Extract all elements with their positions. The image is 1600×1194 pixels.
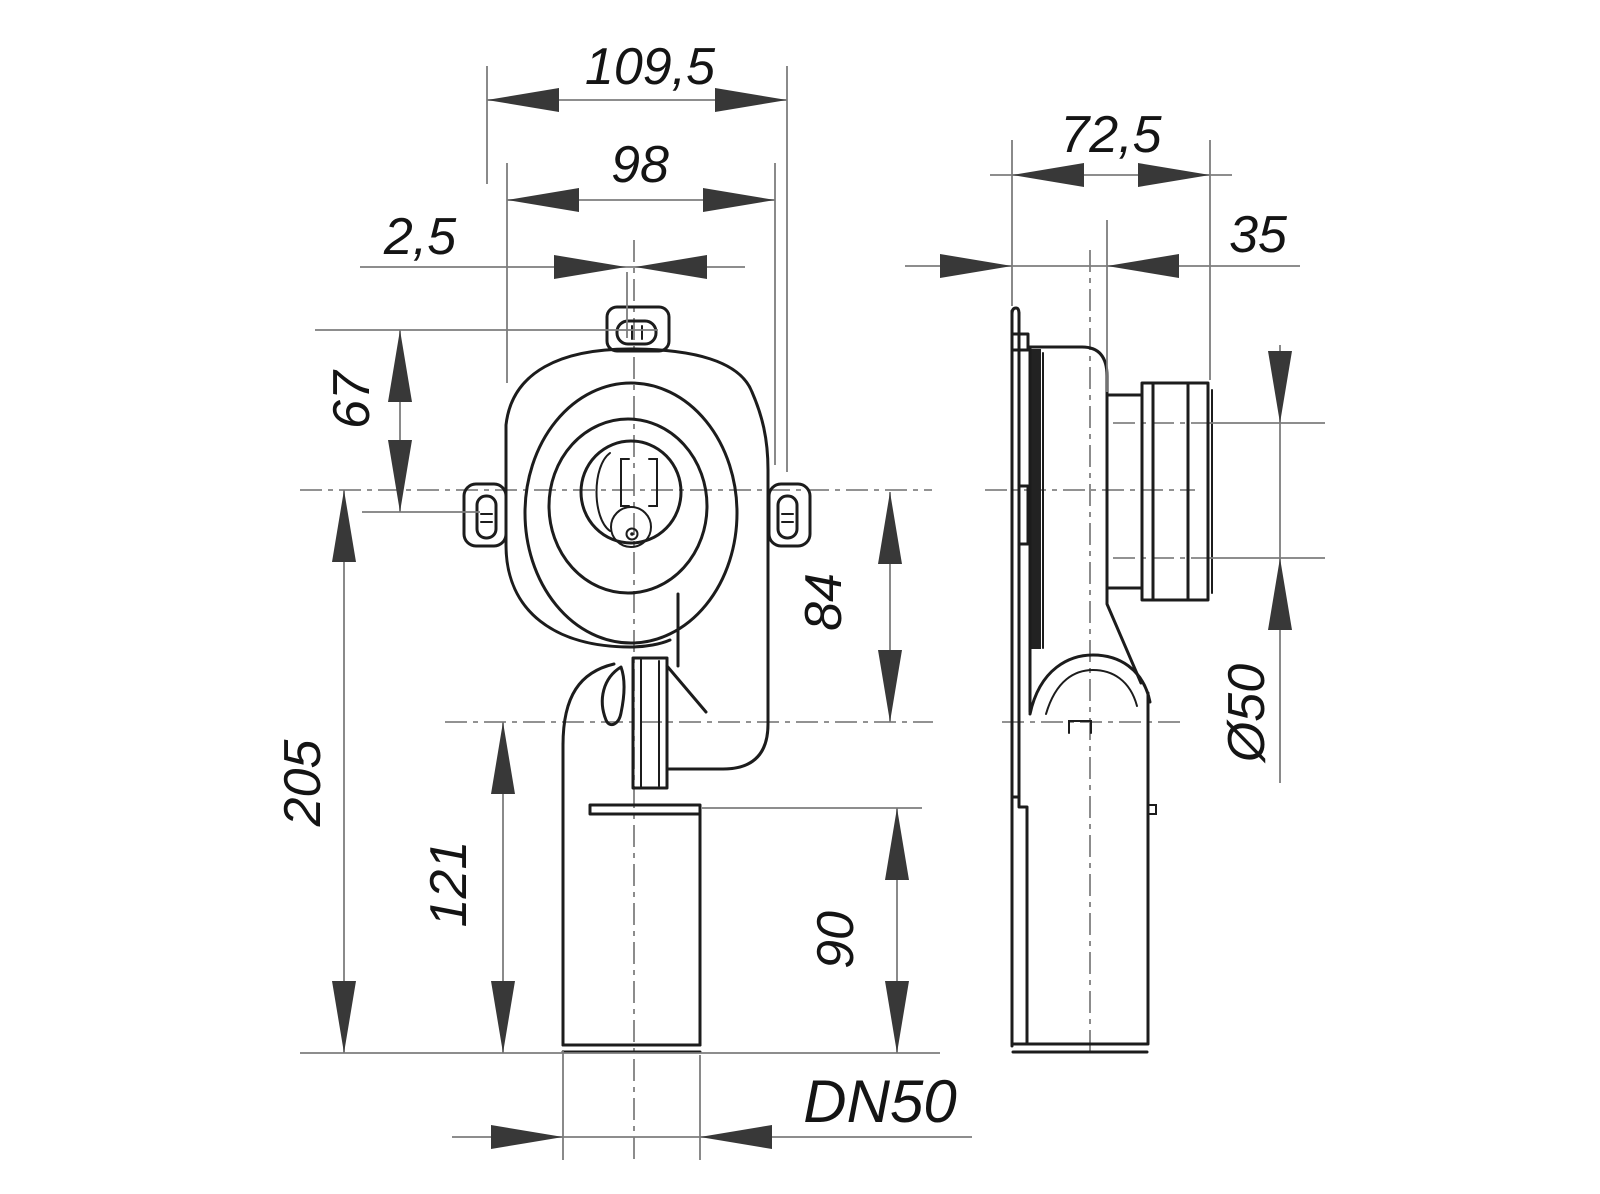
dimension-arrows	[332, 88, 1292, 1149]
side-body-top	[1028, 345, 1109, 397]
side-dome-outer	[1028, 653, 1152, 716]
pipe-flange	[588, 803, 702, 816]
front-right-mounting-tab	[767, 482, 812, 548]
dim-center-to-trap: 84	[795, 573, 853, 631]
top-tab-outline	[605, 305, 671, 353]
side-middle-tab	[1017, 484, 1030, 546]
side-dome-notch	[1068, 720, 1092, 734]
front-top-mounting-tab	[605, 305, 671, 353]
dim-tab-to-center: 67	[323, 369, 381, 429]
side-dome-inner	[1045, 668, 1138, 715]
dim-wall-to-outlet: 35	[1229, 206, 1288, 264]
right-tab-slot	[776, 494, 799, 540]
dim-body-width: 98	[611, 136, 669, 194]
dimension-labels: 109,5 98 2,5 67 205 121 84 90 DN50 72,5 …	[274, 38, 1288, 1135]
body-outline-left	[504, 347, 672, 649]
trap-inlet-curve	[561, 662, 616, 747]
front-view	[462, 305, 812, 1054]
body-outline-right	[628, 347, 770, 771]
dim-overall-height: 205	[274, 739, 332, 828]
front-left-mounting-tab	[462, 482, 508, 548]
inner-arc-detail	[595, 452, 611, 532]
side-view	[1010, 306, 1213, 1054]
inner-boss-ring	[579, 439, 683, 545]
dim-trap-inlet-height: 121	[420, 841, 478, 928]
drain-detail-pin	[625, 527, 639, 541]
dim-center-offset: 2,5	[383, 208, 457, 266]
inner-slot-left	[620, 458, 630, 507]
side-pipe-tab	[1147, 804, 1157, 815]
wall-plate-top-cap	[1010, 306, 1021, 316]
middle-ring	[547, 417, 709, 595]
trap-teardrop-detail	[600, 665, 626, 727]
left-tab-slot	[475, 494, 498, 540]
dim-stub-height: 90	[807, 911, 865, 969]
outlet-socket	[631, 656, 669, 790]
drain-detail-dot	[630, 532, 634, 536]
wall-plate-step	[1010, 795, 1029, 1046]
dim-overall-width: 109,5	[585, 38, 716, 96]
body-diagonal-tick	[665, 664, 708, 714]
spigot-rings	[1140, 381, 1210, 602]
top-tab-slot	[615, 319, 658, 346]
body-left-thick-edge	[1030, 349, 1041, 649]
dim-outlet-diameter: Ø50	[1218, 664, 1276, 764]
side-body-lower-right	[1105, 586, 1143, 685]
centerlines	[300, 240, 1210, 1162]
dim-connection-size: DN50	[803, 1068, 956, 1135]
inner-slot-right	[648, 458, 658, 507]
side-top-tab	[1010, 332, 1030, 352]
spigot-neck	[1105, 393, 1144, 590]
dim-overall-depth: 72,5	[1060, 106, 1162, 164]
cover-ring	[523, 381, 739, 645]
drain-detail-circle	[610, 506, 652, 548]
